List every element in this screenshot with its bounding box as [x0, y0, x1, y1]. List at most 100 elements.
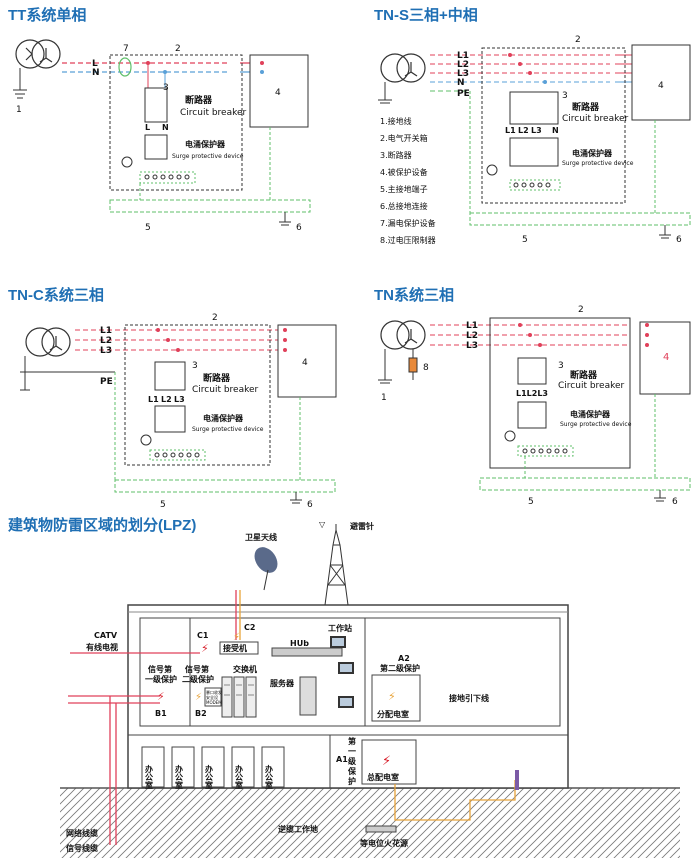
legend-item: 8.过电压限制器: [380, 235, 436, 245]
signal-cable-label: 信号线缆: [66, 843, 98, 853]
lightning-icon: ⚡: [195, 692, 202, 703]
legend-item: 4.被保护设备: [380, 167, 428, 177]
b2-label: B2: [195, 709, 207, 718]
legend-item: 5.主接地端子: [380, 184, 428, 194]
modem-label-2: 安全设: [206, 694, 218, 700]
transformer-icon: [15, 39, 61, 69]
first-level-char: 一: [348, 747, 356, 756]
b1-label: B1: [155, 709, 167, 718]
main-dist-label: 总配电室: [367, 772, 399, 782]
c1-label: C1: [197, 631, 209, 640]
office-label: 办公室: [265, 764, 274, 790]
tt-label-2: 2: [175, 44, 181, 54]
sig2-label-a: 信号第: [185, 664, 209, 674]
first-level-char: 第: [348, 736, 356, 746]
modem-label-1: 暴口收发: [206, 689, 222, 695]
a2-label: A2: [398, 654, 410, 663]
lightning-icon: ⚡: [382, 754, 391, 769]
tn-label-8: 8: [423, 363, 429, 373]
legend-item: 6.总接地连接: [380, 201, 428, 211]
legend-item: 3.断路器: [380, 150, 412, 160]
tt-spd-cn: 电涌保护器: [185, 139, 226, 149]
tns-label-4: 4: [658, 81, 664, 91]
lightning-rod-tower: [324, 524, 349, 606]
tns-equipment: [631, 44, 691, 121]
catv-label-cn: 有线电视: [86, 642, 118, 652]
tns-term-l2: L2: [518, 126, 529, 135]
ground-icon: [13, 89, 27, 99]
tn-label-3: 3: [558, 361, 564, 371]
legend: 1.接地线 2.电气开关箱 3.断路器 4.被保护设备 5.主接地端子 6.总接…: [380, 116, 436, 245]
tnc-term-l3: L3: [174, 395, 185, 404]
tn-terms: L1L2L3: [516, 389, 548, 398]
tns-ground-symbol-icon: [486, 164, 498, 176]
office-label: 办公室: [175, 764, 184, 790]
tnc-wire-l1: L1: [100, 326, 112, 336]
tns-wire-l1: L1: [457, 51, 469, 61]
tns-label-6: 6: [676, 235, 682, 245]
tt-label-5: 5: [145, 223, 151, 233]
tns-wire-n: N: [457, 78, 465, 88]
modem-box: [204, 687, 222, 707]
tns-spd: [509, 137, 559, 167]
tn-system-diagram: TN系统三相 1 8 L1 L2 L3 2 3 断路器 Circuit brea…: [374, 286, 691, 507]
tns-term-l3: L3: [531, 126, 542, 135]
tn-wire-l3: L3: [466, 341, 478, 351]
tnc-spd: [154, 405, 186, 433]
cable-site-label: 逆缆工作地: [278, 824, 318, 834]
tt-label-4: 4: [275, 88, 281, 98]
first-level-char: 保: [347, 766, 357, 776]
tt-breaker-en: Circuit breaker: [180, 108, 247, 118]
tnc-label-5: 5: [160, 500, 166, 510]
tns-wire-l2: L2: [457, 60, 469, 70]
tn-label-2: 2: [578, 305, 584, 315]
office-label: 办公室: [145, 764, 154, 790]
tnc-spd-en: Surge protective device: [192, 426, 264, 433]
tt-spd: [144, 134, 168, 160]
tns-label-5: 5: [522, 235, 528, 245]
sub-dist-box: [371, 674, 421, 722]
transformer-icon: [380, 53, 426, 83]
office-rooms: [141, 746, 285, 788]
tns-spd-cn: 电涌保护器: [572, 148, 613, 158]
hub-label: HUb: [290, 639, 309, 648]
tns-term-l1: L1: [505, 126, 516, 135]
lightning-icon: ⚡: [388, 690, 396, 703]
tn-label-4: 4: [663, 352, 669, 363]
lpz-title: 建筑物防雷区域的划分(LPZ): [8, 516, 196, 534]
lightning-rod-icon: ▽: [319, 520, 326, 529]
tt-wire-l: L: [92, 59, 98, 69]
sig1-label-b: 一级保护: [145, 674, 177, 684]
first-level-char: 护: [348, 776, 356, 786]
dist-box-label: 分配电室: [377, 709, 409, 719]
tt-label-6: 6: [296, 223, 302, 233]
tt-wire-n: N: [92, 68, 100, 78]
computer-icon: [338, 662, 354, 674]
tnc-label-4: 4: [302, 358, 308, 368]
tt-title: TT系统单相: [8, 6, 86, 24]
tnc-label-pe: PE: [100, 377, 113, 387]
tns-label-3: 3: [562, 91, 568, 101]
tns-title: TN-S三相+中相: [374, 6, 478, 24]
tnc-term-l1: L1: [148, 395, 159, 404]
computer-icon: [338, 696, 354, 708]
tnc-label-6: 6: [307, 500, 313, 510]
sig1-label-a: 信号第: [148, 664, 172, 674]
tnc-ground-symbol-icon: [140, 434, 152, 446]
tt-spd-en: Surge protective device: [172, 153, 244, 160]
tns-breaker-en: Circuit breaker: [562, 114, 629, 124]
tt-label-3: 3: [163, 83, 169, 93]
equipotential-label: 等电位火花源: [359, 838, 408, 848]
tt-system-diagram: TT系统单相 1 L N 7 2 3 L N 断路器 Circuit break…: [8, 6, 311, 233]
server-label: 服务器: [270, 678, 295, 688]
tt-term-n: N: [162, 123, 169, 132]
catv-label: CATV: [94, 631, 118, 640]
workstation-label: 工作站: [328, 623, 352, 633]
tnc-breaker-cn: 断路器: [203, 372, 231, 384]
tnc-label-3: 3: [192, 361, 198, 371]
legend-item: 1.接地线: [380, 116, 412, 126]
switch-rack: [221, 676, 257, 718]
a1-label: A1: [336, 755, 348, 764]
receiver-box: [219, 641, 259, 655]
modem-label-3: MODEM: [206, 700, 222, 705]
